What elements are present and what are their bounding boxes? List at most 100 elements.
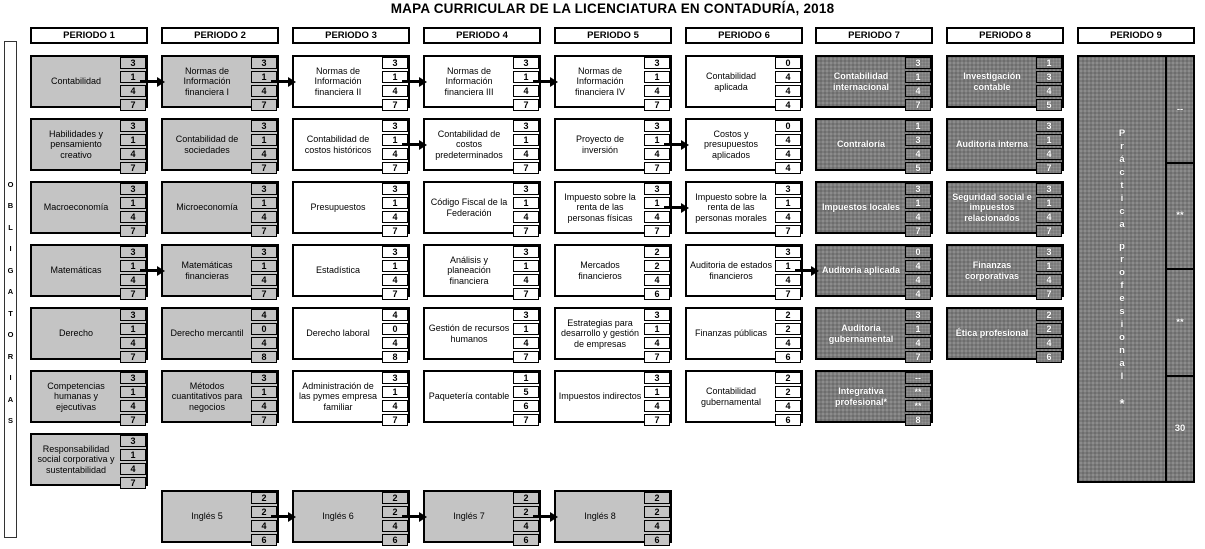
credit-cell: 4 — [382, 274, 408, 286]
credit-cell: 4 — [1036, 211, 1062, 223]
credit-cell: 3 — [644, 57, 670, 69]
credit-cell: 3 — [251, 183, 277, 195]
vertical-letter: P — [1118, 127, 1126, 139]
course-name: Impuesto sobre la renta de las personas … — [564, 192, 636, 223]
credit-cell: 4 — [644, 148, 670, 160]
course-name: Contabilidad de costos históricos — [304, 134, 372, 155]
credits-column: --****30 — [1165, 57, 1193, 481]
credit-cell: 3 — [382, 57, 408, 69]
credit-cell: 3 — [120, 246, 146, 258]
course-name: Gestión de recursos humanos — [428, 323, 510, 344]
course-name: Contabilidad gubernamental — [700, 386, 762, 407]
credit-cell: 4 — [251, 520, 277, 532]
course-name: Costos y presupuestos aplicados — [703, 129, 759, 160]
credit-cell: 3 — [775, 183, 801, 195]
vertical-letter: c — [1119, 166, 1125, 178]
period-header: PERIODO 8 — [946, 27, 1064, 44]
vertical-letter: o — [1119, 266, 1125, 278]
page-title: MAPA CURRICULAR DE LA LICENCIATURA EN CO… — [390, 1, 835, 16]
credit-cell: 2 — [1036, 309, 1062, 321]
credit-cell: ** — [1167, 161, 1193, 269]
course-name: Responsabilidad social corporativa y sus… — [37, 444, 115, 475]
arrow-head — [288, 511, 296, 522]
vertical-letter: n — [1119, 344, 1125, 356]
credit-cell: 7 — [513, 414, 539, 426]
credit-cell: 3 — [905, 134, 931, 146]
arrow-head — [157, 76, 165, 87]
credit-cell: 1 — [905, 71, 931, 83]
arrow-head — [681, 139, 689, 150]
credit-cell: 4 — [382, 85, 408, 97]
course-name: Mercados financieros — [578, 260, 622, 281]
credit-cell: 1 — [644, 197, 670, 209]
credit-cell: 1 — [905, 323, 931, 335]
obligatorias-letter: I — [9, 373, 12, 382]
credit-cell: 4 — [120, 211, 146, 223]
credit-cell: 1 — [382, 71, 408, 83]
arrow-shaft — [533, 80, 550, 83]
prerequisite-arrow — [271, 76, 296, 87]
credit-cell: 3 — [120, 120, 146, 132]
course-name: Contabilidad — [50, 76, 102, 87]
credit-cell: 1 — [644, 134, 670, 146]
arrow-shaft — [664, 143, 681, 146]
credit-cell: 4 — [775, 71, 801, 83]
credit-cell: 4 — [251, 400, 277, 412]
credit-cell: 7 — [251, 414, 277, 426]
credit-cell: 2 — [644, 246, 670, 258]
period-header: PERIODO 1 — [30, 27, 148, 44]
credit-cell: 4 — [382, 400, 408, 412]
course-name: Derecho laboral — [306, 328, 370, 339]
credit-cell: 3 — [644, 120, 670, 132]
arrow-head — [419, 139, 427, 150]
course-name: Análisis y planeación financiera — [447, 255, 491, 286]
credit-cell: 1 — [120, 260, 146, 272]
credit-cell: 3 — [251, 372, 277, 384]
course-box: Integrativa profesional*--****8 — [815, 370, 933, 426]
credit-cell: 7 — [251, 288, 277, 300]
credit-cell: 3 — [251, 246, 277, 258]
course-box: Estrategias para desarrollo y gestión de… — [554, 307, 672, 363]
credit-cell: 4 — [1036, 274, 1062, 286]
course-name: Presupuestos — [310, 202, 366, 213]
credit-cell: 7 — [382, 288, 408, 300]
arrow-head — [550, 511, 558, 522]
credit-cell: 7 — [120, 288, 146, 300]
course-name: Competencias humanas y ejecutivas — [47, 381, 105, 412]
credit-cell: 6 — [775, 351, 801, 363]
arrow-head — [550, 76, 558, 87]
credit-cell: 4 — [120, 400, 146, 412]
prerequisite-arrow — [533, 511, 558, 522]
credit-cell: 7 — [644, 225, 670, 237]
course-name: Macroeconomía — [43, 202, 109, 213]
credit-cell: 7 — [513, 288, 539, 300]
credit-cell: 1 — [251, 386, 277, 398]
credit-cell: 1 — [1036, 260, 1062, 272]
credit-cell: 3 — [513, 246, 539, 258]
credit-cell: 4 — [382, 211, 408, 223]
arrow-head — [681, 202, 689, 213]
arrow-head — [157, 265, 165, 276]
credit-cell: 4 — [382, 520, 408, 532]
credit-cell: 7 — [775, 225, 801, 237]
